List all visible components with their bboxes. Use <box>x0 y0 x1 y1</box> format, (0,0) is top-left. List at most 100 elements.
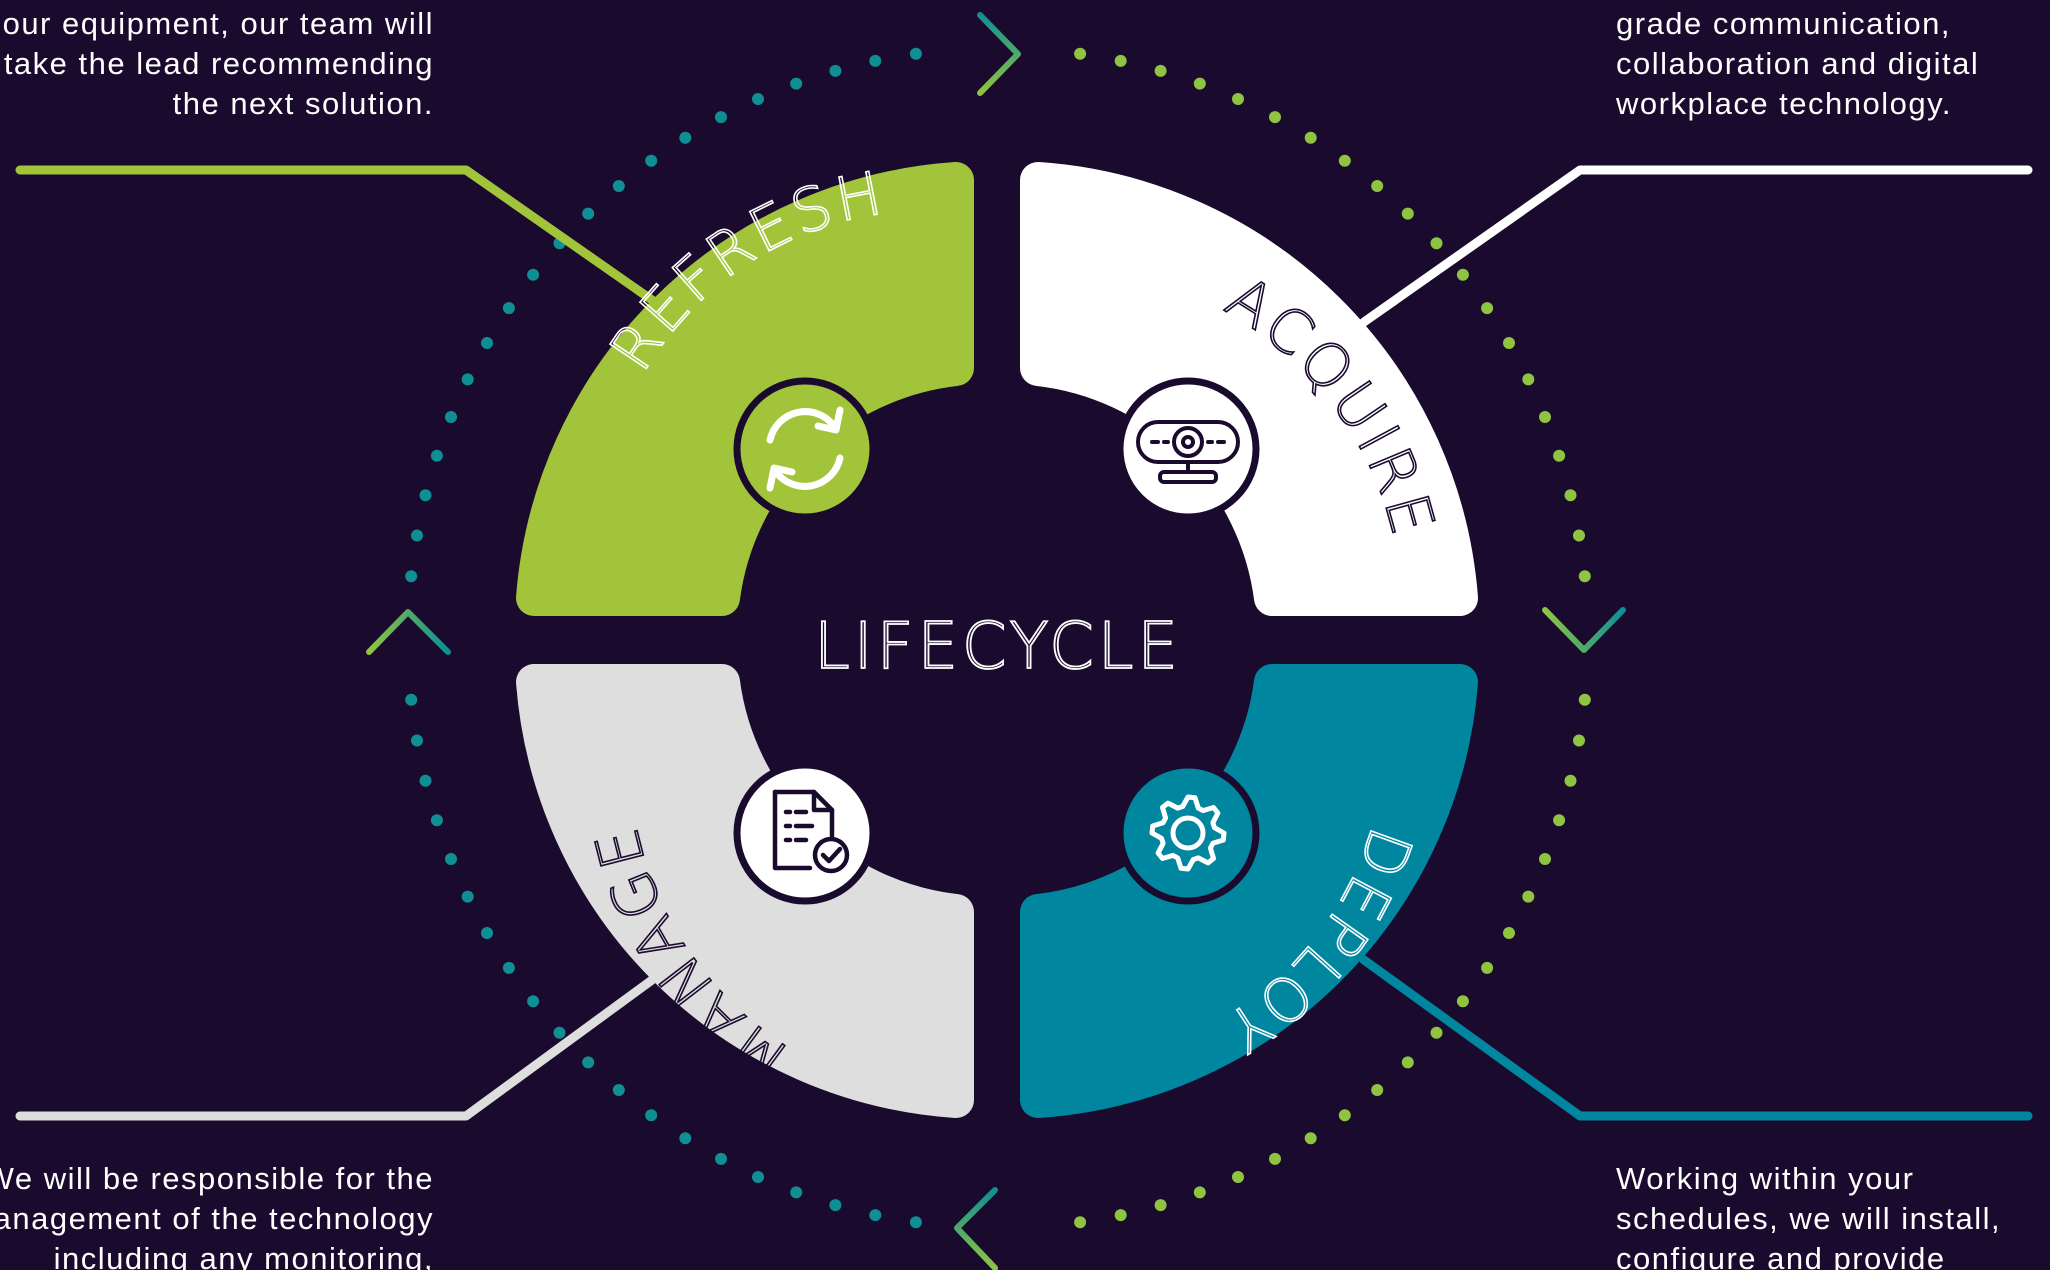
ring-dot <box>1578 570 1591 583</box>
ring-dot <box>790 77 803 90</box>
ring-dot <box>1456 268 1469 281</box>
ring-dot <box>1232 1171 1244 1183</box>
ring-dot <box>869 1209 882 1222</box>
ring-dot <box>1371 180 1384 192</box>
manage-badge <box>733 761 877 905</box>
ring-dot <box>1154 64 1167 77</box>
ring-dot <box>612 180 625 192</box>
ring-dot <box>527 268 540 281</box>
ring-dot <box>752 1171 764 1183</box>
deploy-description-line: configure and provide <box>1616 1241 1946 1270</box>
webcam-icon <box>1136 420 1240 484</box>
manage-description-line: management of the technology <box>0 1201 434 1236</box>
ring-dot <box>1193 77 1206 90</box>
ring-dot <box>430 449 443 462</box>
manage-description-line: We will be responsible for the <box>0 1161 434 1196</box>
manage-description: We will be responsible for the managemen… <box>0 1159 434 1270</box>
ring-dot <box>679 1132 692 1145</box>
ring-dot <box>1114 1209 1127 1222</box>
ring-dot <box>1269 111 1281 124</box>
ring-dot <box>582 1056 595 1069</box>
ring-dot <box>461 890 474 903</box>
ring-dot <box>679 131 692 144</box>
ring-dot <box>1114 54 1127 67</box>
ring-dot <box>1503 337 1515 349</box>
ring-dot <box>1503 927 1515 939</box>
deploy-description: Working within your schedules, we will i… <box>1616 1159 2001 1270</box>
deploy-description-line: Working within your <box>1616 1161 1915 1196</box>
ring-dot <box>1578 693 1591 706</box>
ring-dot <box>405 693 418 706</box>
ring-dot <box>715 1152 727 1165</box>
refresh-description: our equipment, our team will take the le… <box>3 4 434 124</box>
top-arrow-icon <box>977 12 1021 96</box>
acquire-description-line: grade communication, <box>1616 6 1951 41</box>
ring-dot <box>461 373 474 386</box>
deploy-description-line: schedules, we will install, <box>1616 1201 2002 1236</box>
ring-dot <box>909 47 922 60</box>
ring-dot <box>1573 734 1585 747</box>
ring-dot <box>481 337 493 349</box>
dotted-cycle-ring <box>405 47 1591 1229</box>
connector-lines <box>15 165 2033 1121</box>
ring-dot <box>1539 853 1551 865</box>
left-arrow-icon <box>366 609 451 655</box>
ring-dot <box>1553 814 1566 827</box>
ring-dot <box>411 529 423 542</box>
ring-dot <box>829 64 842 77</box>
ring-dot <box>1430 1026 1443 1039</box>
ring-dot <box>430 814 443 827</box>
ring-dot <box>553 1026 566 1039</box>
ring-dot <box>1539 411 1551 423</box>
direction-arrows <box>366 12 1626 1270</box>
acquire-badge <box>1116 377 1260 521</box>
deploy-badge <box>1116 761 1260 905</box>
ring-dot <box>1074 47 1087 60</box>
center-title: LIFECYCLE <box>814 610 1182 684</box>
ring-dot <box>829 1199 842 1212</box>
refresh-badge <box>733 377 877 521</box>
refresh-description-line: take the lead recommending <box>3 46 434 81</box>
ring-dot <box>645 1109 658 1122</box>
refresh-connector <box>15 165 657 305</box>
ring-dot <box>1338 1109 1351 1122</box>
ring-dot <box>1304 1132 1317 1145</box>
ring-dot <box>1304 131 1317 144</box>
ring-dot <box>1338 154 1351 167</box>
ring-dot <box>1522 890 1535 903</box>
bottom-arrow-icon <box>954 1187 998 1270</box>
ring-dot <box>1154 1199 1167 1212</box>
refresh-icon <box>766 406 844 492</box>
ring-dot <box>752 93 764 105</box>
ring-dot <box>502 302 515 315</box>
ring-dot <box>612 1084 625 1096</box>
document-check-icon <box>772 789 850 874</box>
ring-dot <box>645 154 658 167</box>
ring-dot <box>1232 93 1244 105</box>
manage-description-line: including any monitoring, <box>53 1241 434 1270</box>
ring-dot <box>481 927 493 939</box>
manage-connector <box>15 975 657 1121</box>
deploy-connector <box>1359 955 2033 1121</box>
ring-dot <box>790 1186 803 1199</box>
ring-dot <box>1401 1056 1414 1069</box>
acquire-connector <box>1359 165 2033 327</box>
ring-dot <box>869 54 882 67</box>
ring-dot <box>1074 1216 1087 1229</box>
ring-dot <box>411 734 423 747</box>
acquire-description: grade communication, collaboration and d… <box>1616 4 1979 124</box>
ring-dot <box>1456 995 1469 1008</box>
right-arrow-icon <box>1542 607 1626 653</box>
acquire-description-line: workplace technology. <box>1616 86 1952 121</box>
ring-dot <box>419 489 432 502</box>
ring-dot <box>1193 1186 1206 1199</box>
gear-icon <box>1149 794 1227 872</box>
ring-dot <box>527 995 540 1008</box>
ring-dot <box>502 961 515 974</box>
ring-dot <box>1481 302 1494 315</box>
ring-dot <box>419 774 432 787</box>
ring-dot <box>1573 529 1585 542</box>
ring-dot <box>909 1216 922 1229</box>
